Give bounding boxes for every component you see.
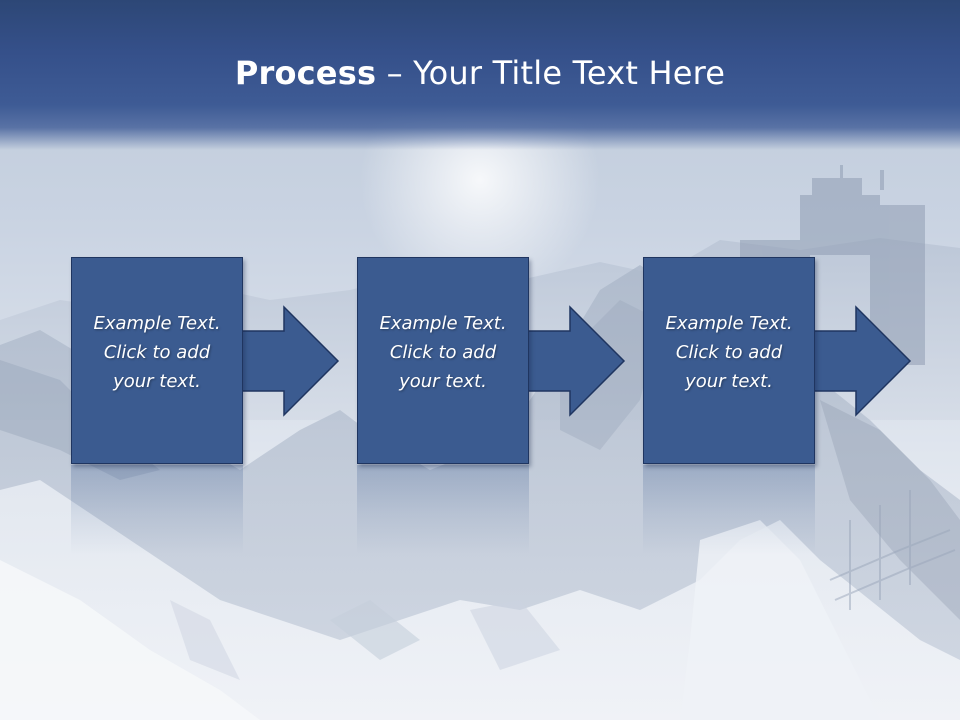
step-text[interactable]: Example Text. Click to add your text. bbox=[643, 309, 815, 396]
right-arrow-icon bbox=[240, 305, 340, 417]
step-text-line-3: your text. bbox=[113, 371, 201, 392]
process-step-1[interactable]: Example Text. Click to add your text. bbox=[71, 257, 247, 555]
step-text-line-1: Example Text. bbox=[93, 313, 221, 334]
step-reflection bbox=[643, 465, 815, 555]
slide-title[interactable]: Process – Your Title Text Here bbox=[0, 54, 960, 92]
step-text-line-3: your text. bbox=[685, 371, 773, 392]
step-text-line-1: Example Text. bbox=[379, 313, 507, 334]
right-arrow-icon bbox=[812, 305, 912, 417]
step-text[interactable]: Example Text. Click to add your text. bbox=[357, 309, 529, 396]
step-text-line-2: Click to add bbox=[675, 342, 783, 363]
step-reflection bbox=[71, 465, 243, 555]
step-text[interactable]: Example Text. Click to add your text. bbox=[71, 309, 243, 396]
step-reflection bbox=[357, 465, 529, 555]
title-bold-text: Process bbox=[234, 54, 377, 92]
process-step-2[interactable]: Example Text. Click to add your text. bbox=[357, 257, 533, 555]
step-text-line-2: Click to add bbox=[389, 342, 497, 363]
step-box[interactable] bbox=[71, 257, 243, 464]
step-box[interactable] bbox=[643, 257, 815, 464]
process-step-3[interactable]: Example Text. Click to add your text. bbox=[643, 257, 819, 555]
step-text-line-1: Example Text. bbox=[665, 313, 793, 334]
step-box[interactable] bbox=[357, 257, 529, 464]
title-band bbox=[0, 0, 960, 150]
title-rest-text: – Your Title Text Here bbox=[376, 54, 726, 92]
step-text-line-2: Click to add bbox=[103, 342, 211, 363]
right-arrow-icon bbox=[526, 305, 626, 417]
step-text-line-3: your text. bbox=[399, 371, 487, 392]
